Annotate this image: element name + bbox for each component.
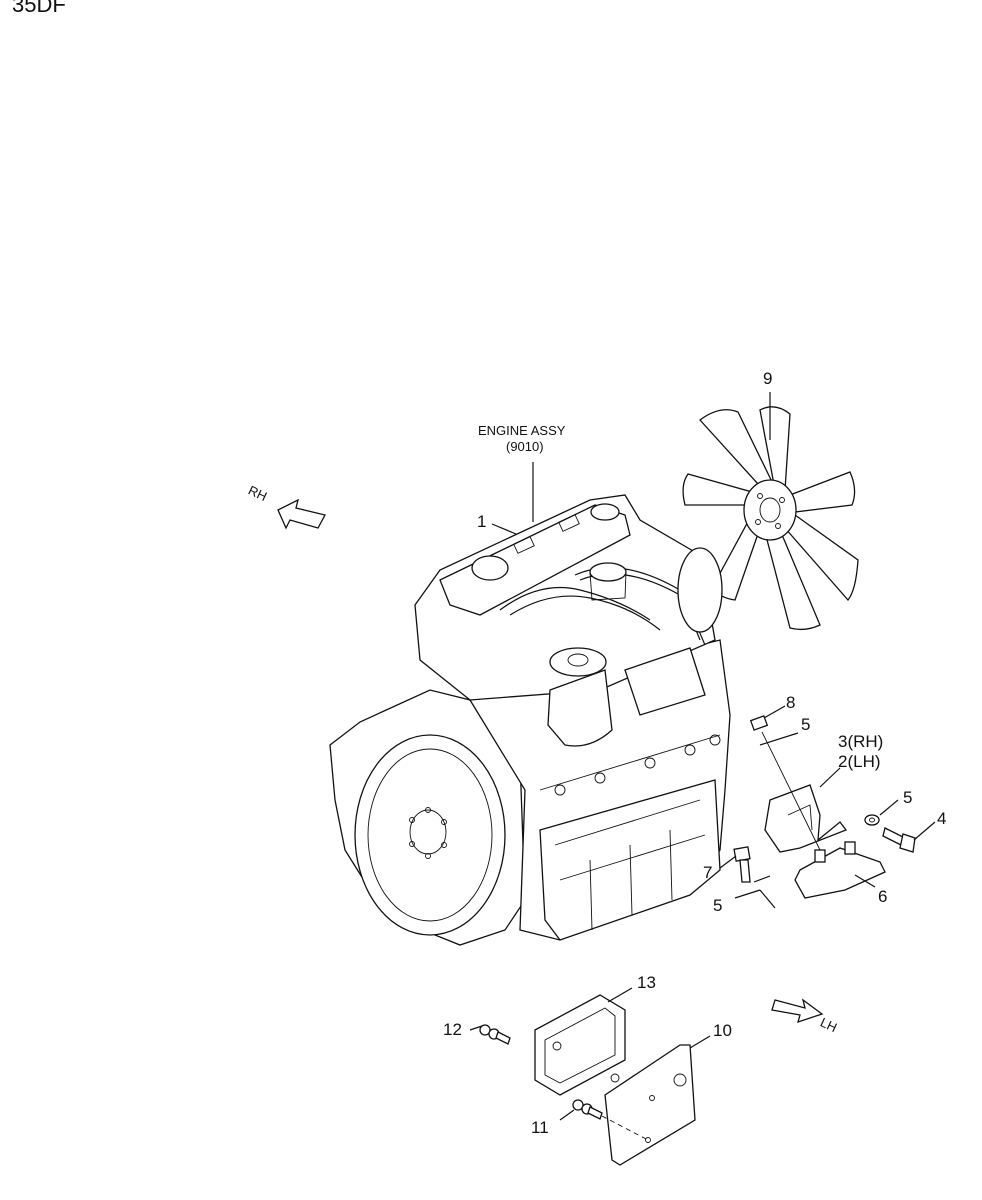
engine-assy-code: (9010)	[506, 439, 544, 454]
callout-9: 9	[763, 369, 772, 388]
callout-5b: 5	[903, 788, 912, 807]
callout-1: 1	[477, 512, 486, 531]
plate-10	[604, 1035, 711, 1166]
engine-assy-label: ENGINE ASSY	[478, 423, 566, 438]
callout-13: 13	[637, 973, 656, 992]
bolt-11	[559, 1099, 649, 1141]
cover-13	[534, 987, 633, 1096]
callout-5c: 5	[713, 896, 722, 915]
callout-10: 10	[713, 1021, 732, 1040]
callout-8: 8	[786, 693, 795, 712]
callout-3: 3(RH)	[838, 732, 883, 751]
washer-right	[864, 799, 899, 826]
rh-label: RH	[246, 483, 269, 505]
callout-12: 12	[443, 1020, 462, 1039]
engine-block	[329, 462, 731, 946]
callout-6: 6	[878, 887, 887, 906]
engine-mount-bracket	[764, 767, 848, 853]
lh-label: LH	[818, 1015, 839, 1036]
callout-7: 7	[703, 863, 712, 882]
bolt-7	[719, 846, 776, 909]
bolt-4	[882, 821, 936, 853]
rh-direction-arrow: RH	[246, 483, 326, 530]
mount-rubber	[794, 841, 886, 899]
model-title: 35DF	[12, 0, 66, 17]
callout-5a: 5	[801, 715, 810, 734]
callout-4: 4	[937, 809, 946, 828]
callout-11: 11	[531, 1118, 549, 1137]
bolt-8	[749, 705, 821, 851]
bolt-12	[469, 1024, 511, 1045]
callout-2: 2(LH)	[838, 752, 881, 771]
lh-direction-arrow: LH	[771, 998, 839, 1036]
